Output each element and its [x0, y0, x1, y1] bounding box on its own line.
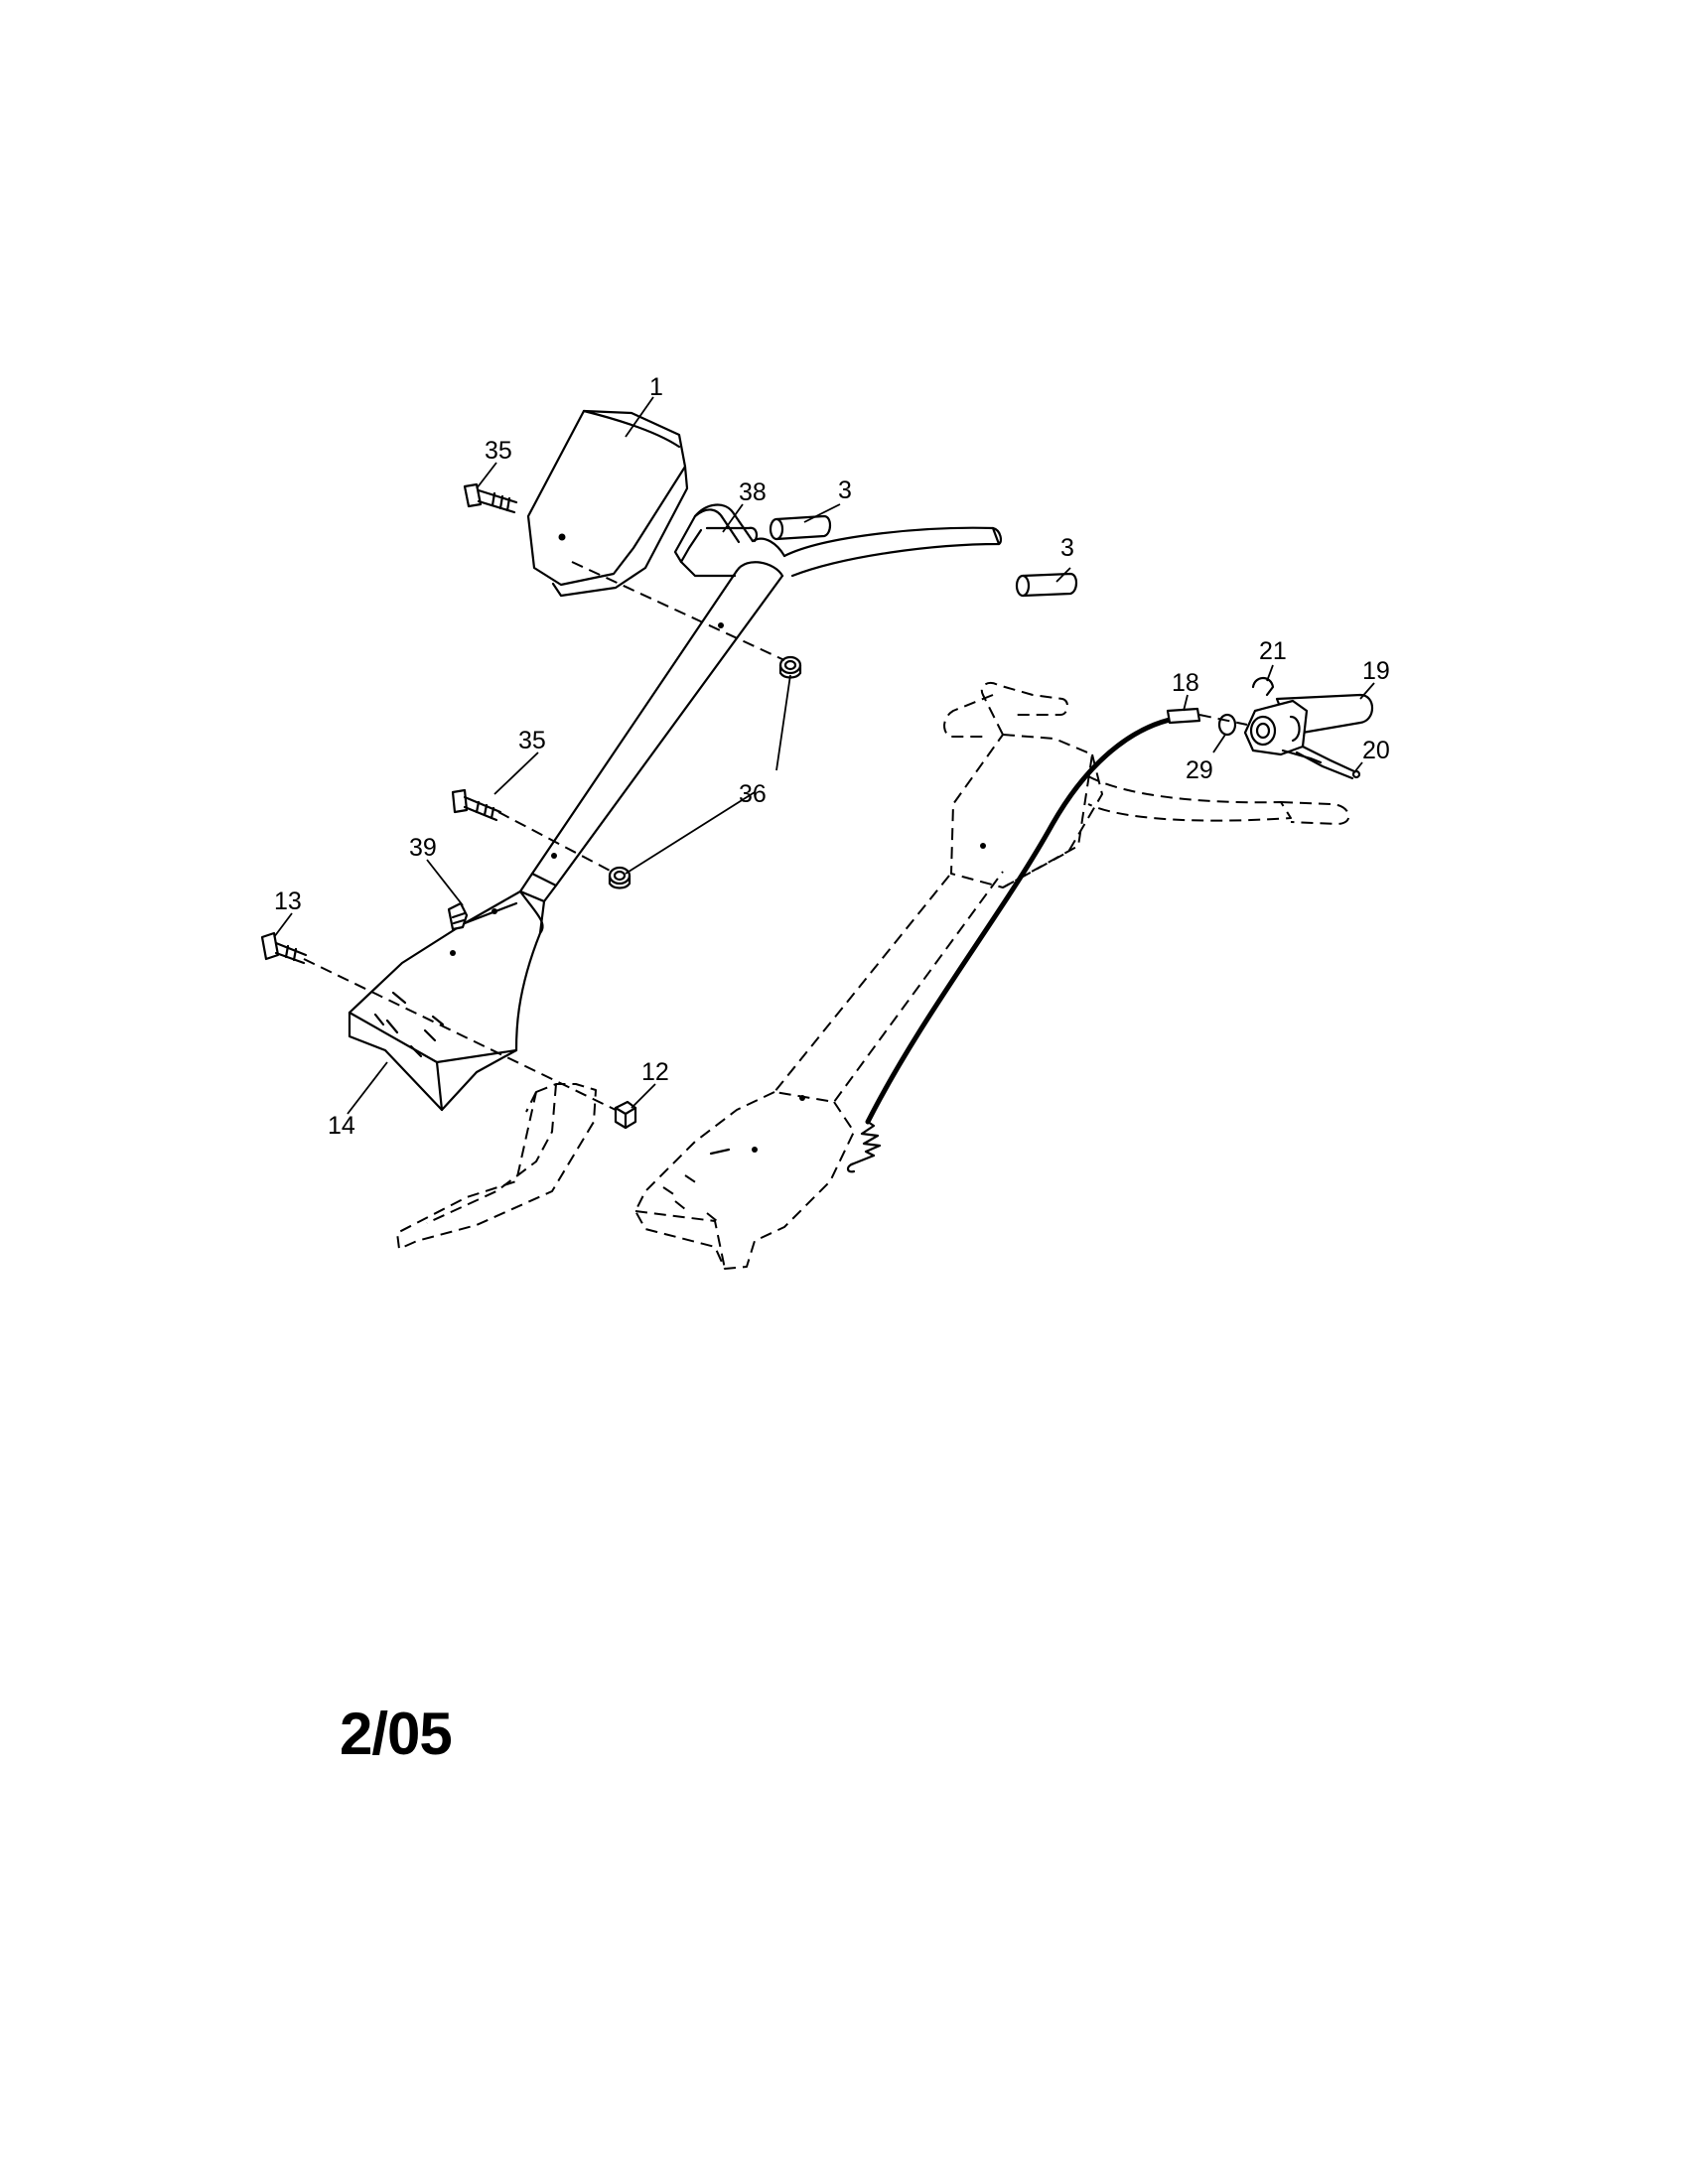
- part-14-handle-bracket: [348, 889, 546, 1112]
- revision-date: 2/05: [340, 1701, 453, 1767]
- callout-29: 29: [1186, 756, 1213, 784]
- callout-14: 14: [328, 1112, 355, 1140]
- callout-1: 1: [649, 373, 663, 401]
- callout-12: 12: [641, 1058, 669, 1086]
- callout-3-left: 3: [838, 477, 852, 504]
- callout-19: 19: [1362, 657, 1390, 685]
- handlebar-tube: [673, 503, 1003, 578]
- callout-20: 20: [1362, 737, 1390, 764]
- part-3-grip-left: [769, 514, 832, 541]
- callout-38: 38: [739, 478, 767, 506]
- callout-36: 36: [739, 780, 767, 808]
- part-13-bolt: [260, 931, 308, 965]
- callout-39: 39: [409, 834, 437, 862]
- callout-3-right: 3: [1060, 534, 1074, 562]
- part-35-bolt-lower: [451, 788, 502, 822]
- leader-dashes-left: [303, 561, 785, 1111]
- callout-35-upper: 35: [485, 437, 512, 465]
- callout-21: 21: [1259, 637, 1287, 665]
- leader-dash-cable-grip: [1198, 714, 1248, 726]
- part-3-grip-right: [1015, 572, 1078, 598]
- part-29-ring: [1217, 713, 1237, 737]
- callout-35-lower: 35: [518, 727, 546, 754]
- callout-leaders: [273, 396, 1375, 1115]
- phantom-handle-assembly: [634, 682, 1350, 1270]
- part-36-nut-upper: [778, 655, 802, 679]
- handle-shaft: [518, 561, 784, 903]
- part-12-nut: [614, 1100, 637, 1130]
- part-21-clip: [1251, 676, 1275, 697]
- part-18-cable: [846, 707, 1201, 1173]
- phantom-mount-left: [396, 1083, 597, 1250]
- part-35-bolt-upper: [463, 482, 518, 514]
- callout-13: 13: [274, 887, 302, 915]
- part-19-grip-control: [1243, 693, 1374, 764]
- callout-18: 18: [1172, 669, 1199, 697]
- part-39-clip: [447, 901, 469, 931]
- part-36-nut-lower: [608, 866, 632, 889]
- part-1-control-panel: [526, 409, 689, 598]
- part-20-lever: [1295, 745, 1361, 780]
